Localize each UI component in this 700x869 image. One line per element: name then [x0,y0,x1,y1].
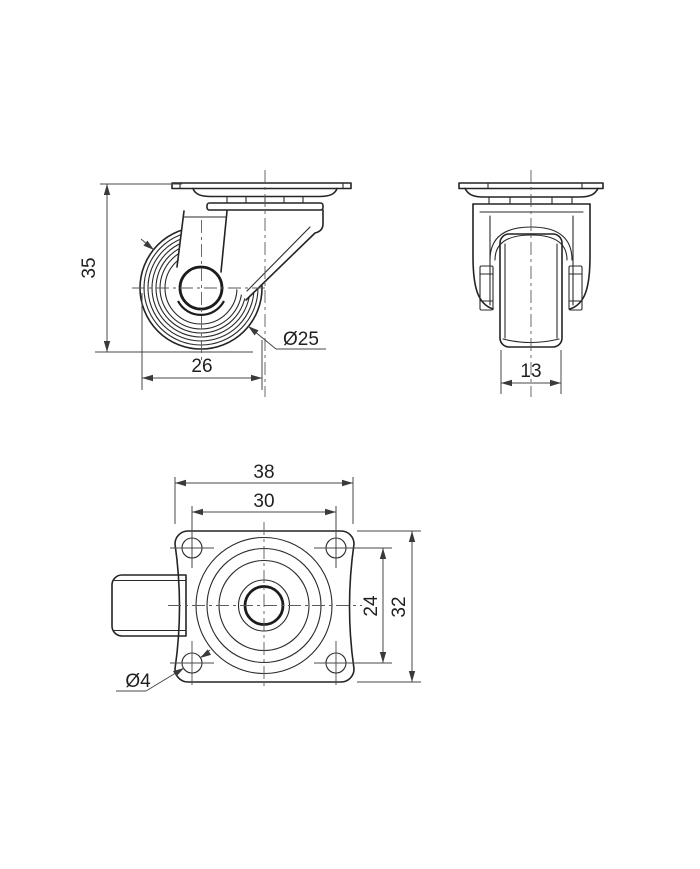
plan-mounting-plate [174,530,355,683]
dim-label-32: 32 [389,596,410,617]
side-top-plate [171,182,352,211]
dim-label-hole-diameter: Ø4 [125,671,151,692]
dim-wheel-diameter: Ø25 [140,238,326,350]
dim-label-35: 35 [79,257,100,278]
front-housing [472,203,591,310]
dim-label-24: 24 [361,595,382,617]
plan-view: 38 30 24 32 [111,462,421,692]
front-view: 13 [458,170,604,397]
side-centerlines [132,170,268,397]
dim-plate-depth: 32 [357,530,421,683]
dim-label-30: 30 [253,491,274,512]
dim-wheel-width: 13 [500,350,562,394]
side-wheel-hub [177,265,225,316]
front-bearing-balls [488,196,573,205]
front-axle-washers [479,265,583,311]
plan-centerlines [168,522,362,690]
dim-plate-width: 38 [174,462,354,524]
dim-bolt-spacing-height: 24 [348,547,392,664]
dim-label-38: 38 [253,462,274,483]
plan-wheel [111,574,187,637]
dim-overall-height: 35 [79,183,253,353]
side-fork-leg [176,210,228,273]
dim-bolt-spacing-width: 30 [191,491,337,568]
side-view: 35 26 Ø25 [79,170,352,397]
dim-label-26: 26 [191,356,212,377]
dim-bolt-hole-diameter: Ø4 [116,649,212,692]
dim-label-13: 13 [520,361,541,382]
dim-label-wheel-diameter: Ø25 [283,329,319,350]
dim-offset-width: 26 [141,293,263,390]
side-swivel-housing [222,209,324,301]
